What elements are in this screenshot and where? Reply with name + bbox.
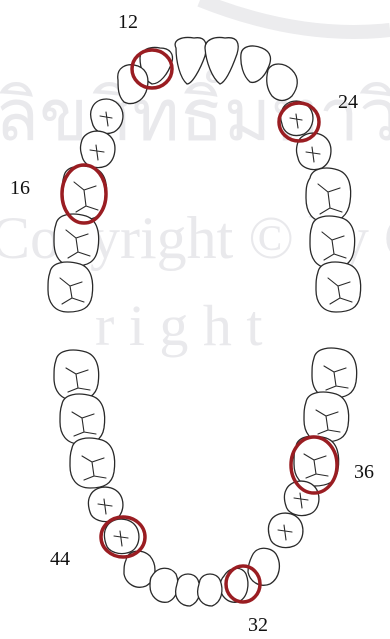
fissure (293, 492, 309, 509)
tooth-upper-central-incisor (174, 36, 207, 85)
fissure (321, 231, 347, 261)
fissure (305, 146, 321, 163)
fissure (327, 277, 353, 305)
tooth-upper-premolar (79, 130, 116, 169)
tooth-upper-lateral-incisor (240, 45, 272, 84)
tooth-upper-central-incisor (204, 36, 239, 85)
tooth-lower-premolar (103, 518, 140, 555)
fissure (81, 455, 107, 481)
tooth-upper-canine (266, 63, 298, 102)
tooth-lower-premolar (267, 512, 304, 549)
fissure (59, 277, 85, 305)
watermark-line-3: r i g h t (95, 293, 263, 358)
fissure (65, 367, 91, 393)
upper-arch (47, 36, 362, 313)
fissure (315, 409, 341, 435)
highlight-tooth-24 (277, 101, 321, 143)
fissure (303, 453, 329, 479)
highlight-tooth-32 (224, 564, 262, 604)
label-tooth-32: 32 (248, 614, 268, 636)
fissure (71, 411, 97, 437)
tooth-lower-central-incisor (174, 573, 201, 607)
fissure (277, 524, 293, 541)
lower-arch (53, 347, 358, 607)
label-tooth-16: 16 (10, 177, 30, 199)
label-tooth-36: 36 (354, 461, 374, 483)
highlight-tooth-36 (289, 435, 339, 495)
label-tooth-44: 44 (50, 548, 70, 570)
highlight-tooth-44 (99, 515, 147, 559)
tooth-lower-lateral-incisor (149, 567, 179, 603)
label-tooth-12: 12 (118, 11, 138, 33)
tooth-lower-central-incisor (196, 573, 223, 607)
watermark-arc (197, 0, 390, 39)
fissure (113, 530, 129, 547)
fissure (323, 365, 349, 391)
highlight-tooth-12 (130, 48, 174, 90)
tooth-lower-canine (247, 547, 281, 586)
fissure (73, 181, 99, 213)
fissure (317, 183, 343, 215)
tooth-upper-canine (117, 64, 149, 105)
fissure (99, 111, 113, 127)
fissure (97, 498, 113, 515)
tooth-upper-premolar (295, 132, 332, 171)
fissure (65, 229, 91, 259)
highlight-markers (60, 48, 339, 604)
tooth-lower-premolar (283, 480, 320, 517)
tooth-labels: 12 24 16 36 44 32 (10, 11, 374, 636)
tooth-lower-canine (123, 550, 156, 588)
highlight-tooth-16 (60, 163, 108, 225)
fissure (289, 113, 303, 129)
fissure (89, 144, 105, 161)
label-tooth-24: 24 (338, 91, 358, 113)
